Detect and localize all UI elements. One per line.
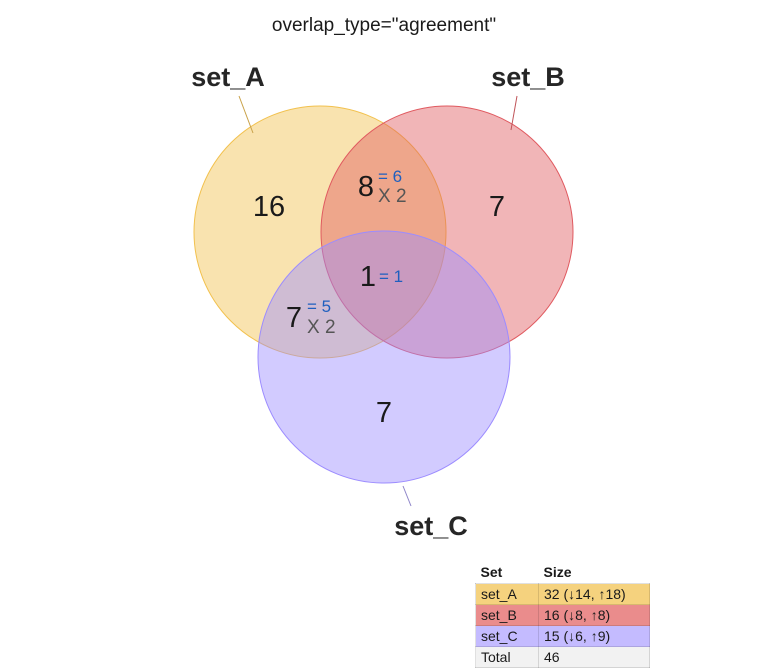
set-size-legend: Set Size set_A 32 (↓14, ↑18) set_B 16 (↓… (475, 562, 650, 668)
legend-set-name: set_C (475, 625, 539, 647)
legend-set-size: 15 (↓6, ↑9) (538, 625, 650, 647)
legend-set-size: 32 (↓14, ↑18) (538, 583, 650, 605)
legend-set-name: Total (475, 646, 539, 668)
legend-row: set_A 32 (↓14, ↑18) (475, 583, 650, 605)
legend-header-set: Set (480, 564, 503, 580)
region-agree-ab: = 6 (378, 167, 402, 186)
region-count-abc: 1 (360, 261, 376, 293)
leader-line-set-b (510, 95, 518, 131)
set-label-a: set_A (191, 62, 265, 92)
legend-set-size: 46 (538, 646, 650, 668)
leader-line-set-a (238, 95, 254, 134)
region-count-ac: 7 (286, 302, 302, 334)
set-label-c: set_C (394, 511, 468, 541)
region-count-b-only: 7 (489, 191, 505, 223)
circle-set-a (193, 105, 447, 359)
set-label-b: set_B (491, 62, 565, 92)
legend-row: set_B 16 (↓8, ↑8) (475, 604, 650, 626)
region-disagree-ac: X 2 (307, 317, 336, 338)
legend-set-size: 16 (↓8, ↑8) (538, 604, 650, 626)
legend-row: Total 46 (475, 646, 650, 668)
leader-line-set-c (402, 485, 412, 507)
circle-set-c (257, 230, 511, 484)
legend-row: set_C 15 (↓6, ↑9) (475, 625, 650, 647)
legend-header-size: Size (543, 564, 572, 580)
region-disagree-ab: X 2 (378, 186, 407, 207)
legend-header-row: Set Size (476, 562, 650, 584)
region-count-c-only: 7 (376, 397, 392, 429)
legend-set-name: set_A (475, 583, 539, 605)
legend-set-name: set_B (475, 604, 539, 626)
region-agree-abc: = 1 (379, 267, 403, 286)
region-agree-ac: = 5 (307, 297, 331, 316)
venn-diagram: overlap_type="agreement" set_A set_B set… (191, 15, 574, 541)
circle-set-b (320, 105, 574, 359)
diagram-title: overlap_type="agreement" (272, 15, 496, 36)
region-count-a-only: 16 (253, 191, 285, 223)
region-count-ab: 8 (358, 171, 374, 203)
